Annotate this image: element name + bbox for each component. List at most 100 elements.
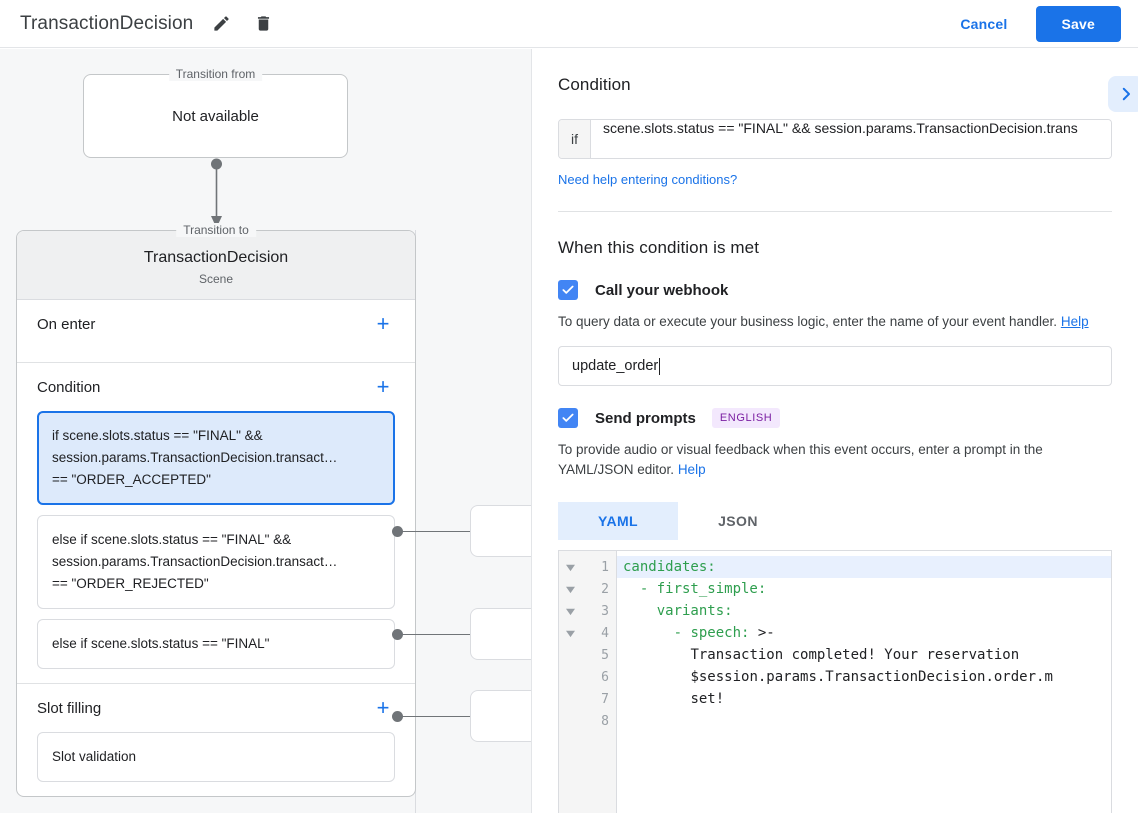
condition-input[interactable]: scene.slots.status == "FINAL" && session… (591, 120, 1111, 158)
call-webhook-help-link[interactable]: Help (1060, 314, 1089, 329)
condition-chip-selected[interactable]: if scene.slots.status == "FINAL" && sess… (37, 411, 395, 505)
transition-target-box[interactable] (470, 608, 531, 660)
code-rest: $session.params.TransactionDecision.orde… (690, 669, 1053, 685)
send-prompts-description: To provide audio or visual feedback when… (558, 440, 1112, 480)
code-rest: >- (757, 625, 775, 641)
tab-yaml[interactable]: YAML (558, 502, 678, 540)
line-number: 7 (601, 691, 609, 707)
fold-toggle-icon[interactable] (559, 629, 581, 638)
transition-target-box[interactable] (470, 690, 531, 742)
code-indent (623, 691, 690, 707)
transition-from-legend: Transition from (168, 67, 263, 81)
code-indent: - (623, 625, 691, 641)
code-indent (623, 647, 690, 663)
when-condition-met-block: When this condition is met Call your web… (532, 212, 1138, 813)
pencil-icon[interactable] (207, 10, 235, 38)
webhook-handler-input[interactable]: update_order (558, 346, 1112, 386)
edge-line (402, 531, 472, 533)
condition-help-link[interactable]: Need help entering conditions? (558, 172, 738, 187)
language-badge: ENGLISH (711, 408, 781, 428)
transition-from-value: Not available (172, 107, 259, 125)
edge-line (402, 716, 472, 718)
line-number: 1 (601, 559, 609, 575)
line-number: 8 (601, 713, 609, 729)
code-key: speech (690, 625, 742, 641)
section-condition-header: Condition + (37, 363, 395, 411)
topbar-actions: Cancel Save (946, 5, 1138, 42)
fold-toggle-icon[interactable] (559, 563, 581, 572)
yaml-editor[interactable]: 1 2 3 4 (558, 550, 1112, 813)
code-key: first_simple (656, 581, 758, 597)
top-app-bar: TransactionDecision Cancel Save (0, 0, 1138, 48)
section-on-enter: On enter + (17, 300, 415, 363)
when-condition-met-heading: When this condition is met (558, 238, 760, 257)
gutter-line: 6 (559, 666, 616, 688)
code-key: variants (656, 603, 725, 619)
chevron-right-icon[interactable] (1108, 76, 1138, 112)
edge-line (402, 634, 472, 636)
condition-edge-1 (392, 525, 482, 539)
gutter-line: 5 (559, 644, 616, 666)
scene-name: TransactionDecision (143, 249, 289, 266)
call-webhook-checkbox[interactable] (558, 280, 578, 300)
panel-divider (558, 211, 1112, 212)
editor-code-area[interactable]: candidates: - first_simple: variants: - … (617, 551, 1111, 813)
slot-validation-chip[interactable]: Slot validation (37, 732, 395, 782)
transition-to-node[interactable]: Transition to TransactionDecision Scene … (16, 223, 416, 797)
code-punc: : (757, 581, 767, 597)
code-indent: - (623, 581, 657, 597)
code-line: variants: (617, 600, 1111, 622)
condition-input-row[interactable]: if scene.slots.status == "FINAL" && sess… (558, 119, 1112, 159)
cancel-button[interactable]: Cancel (946, 7, 1021, 41)
add-condition-button[interactable]: + (376, 374, 390, 399)
code-punc: : (707, 559, 716, 575)
code-rest: set! (690, 691, 725, 707)
send-prompts-help-link[interactable]: Help (677, 462, 706, 477)
send-prompts-row[interactable]: Send prompts ENGLISH (558, 408, 1112, 428)
call-webhook-label: Call your webhook (595, 281, 729, 299)
send-prompts-checkbox[interactable] (558, 408, 578, 428)
code-line: $session.params.TransactionDecision.orde… (617, 666, 1111, 688)
add-slot-filling-button[interactable]: + (376, 695, 390, 720)
line-number: 4 (601, 625, 609, 641)
editor-gutter: 1 2 3 4 (559, 551, 617, 813)
section-on-enter-header: On enter + (37, 300, 395, 348)
edge-dot (392, 526, 403, 537)
condition-chip[interactable]: else if scene.slots.status == "FINAL" (37, 619, 395, 669)
transition-target-box[interactable] (470, 505, 531, 557)
condition-chip-line: session.params.TransactionDecision.trans… (52, 450, 338, 465)
line-number: 2 (601, 581, 609, 597)
code-indent (623, 669, 690, 685)
code-line: - first_simple: (617, 578, 1111, 600)
code-line: Transaction completed! Your reservation (617, 644, 1111, 666)
canvas-inner: Transition from Not available Transition… (0, 49, 531, 813)
save-button[interactable]: Save (1035, 5, 1121, 42)
code-line: - speech: >- (617, 622, 1111, 644)
scene-graph-canvas[interactable]: Transition from Not available Transition… (0, 49, 531, 813)
code-key: candidates (623, 559, 708, 575)
code-rest: Transaction completed! Your reservation (690, 647, 1020, 663)
condition-if-label: if (559, 120, 591, 158)
transition-to-legend: Transition to (176, 223, 256, 237)
send-prompts-description-text: To provide audio or visual feedback when… (558, 442, 1043, 477)
condition-heading: Condition (558, 75, 631, 94)
add-on-enter-button[interactable]: + (376, 311, 390, 336)
transition-connector-arrow (210, 158, 222, 228)
section-condition: Condition + if scene.slots.status == "FI… (17, 363, 415, 684)
condition-chip-line: else if scene.slots.status == "FINAL" && (52, 532, 292, 547)
scene-card-header: TransactionDecision Scene (17, 231, 415, 300)
gutter-line: 8 (559, 710, 616, 732)
edge-dot (392, 629, 403, 640)
trash-icon[interactable] (249, 10, 277, 38)
condition-chip[interactable]: else if scene.slots.status == "FINAL" &&… (37, 515, 395, 609)
condition-chip-line: if scene.slots.status == "FINAL" && (52, 428, 263, 443)
tab-json[interactable]: JSON (718, 513, 758, 529)
section-slot-filling-title: Slot filling (37, 699, 102, 717)
transition-from-node[interactable]: Transition from Not available (83, 67, 348, 158)
fold-toggle-icon[interactable] (559, 585, 581, 594)
fold-toggle-icon[interactable] (559, 607, 581, 616)
condition-edge-2 (392, 628, 482, 642)
code-indent (623, 603, 657, 619)
code-line (617, 710, 1111, 732)
call-webhook-row[interactable]: Call your webhook (558, 280, 1112, 300)
